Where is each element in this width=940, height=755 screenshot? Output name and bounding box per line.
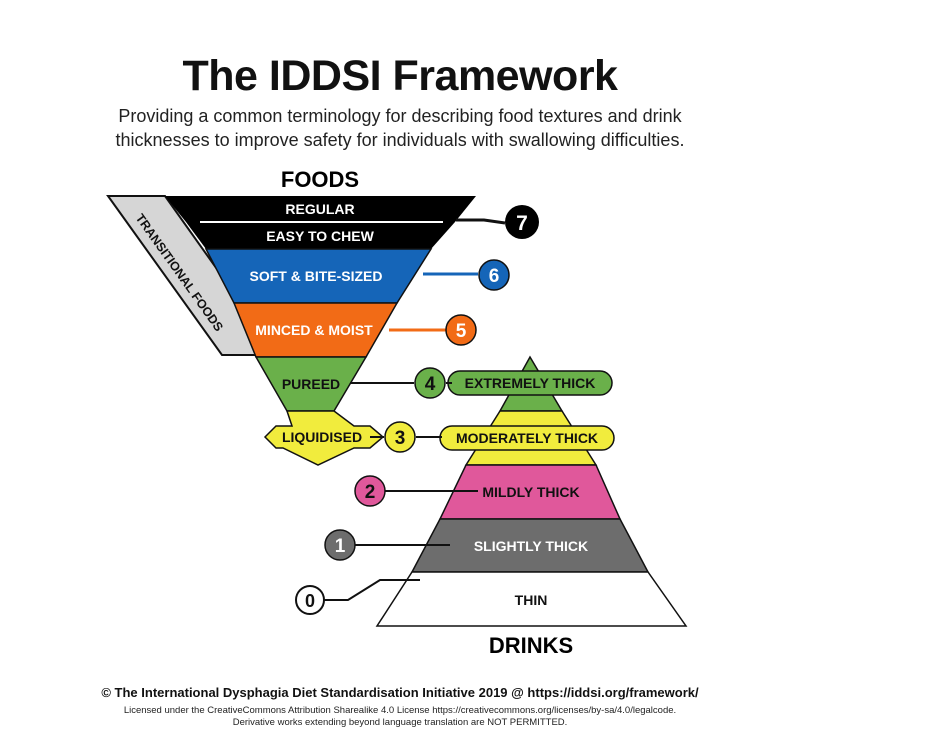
drink-label-mildly-thick: MILDLY THICK	[482, 484, 579, 500]
page-title: The IDDSI Framework	[182, 52, 618, 100]
drink-band-thin	[375, 571, 688, 627]
food-label-pureed: PUREED	[282, 376, 340, 392]
level-circle-7	[505, 205, 539, 239]
drink-label-extremely-thick: EXTREMELY THICK	[465, 375, 596, 391]
level-circle-0	[295, 585, 325, 615]
level-circle-6	[478, 259, 510, 291]
license-line-2: Derivative works extending beyond langua…	[232, 717, 568, 728]
level-number-2: 2	[365, 482, 376, 503]
level-circle-1	[324, 529, 356, 561]
level-number-0: 0	[305, 591, 315, 611]
level-number-3: 3	[395, 428, 406, 449]
connector-level-7	[456, 218, 506, 225]
level-circle-5	[445, 314, 477, 346]
drinks-heading: DRINKS	[489, 633, 573, 658]
license-line-1: Licensed under the CreativeCommons Attri…	[123, 705, 677, 716]
level-circle-3	[384, 421, 416, 453]
food-band-liquidised	[263, 410, 385, 466]
subtitle-line-1: Providing a common terminology for descr…	[118, 106, 682, 126]
level-number-7: 7	[516, 212, 528, 235]
foods-heading: FOODS	[281, 167, 359, 192]
level-number-4: 4	[425, 374, 436, 395]
level-circle-2	[354, 475, 386, 507]
food-label-easy-to-chew: EASY TO CHEW	[266, 228, 374, 244]
food-label-liquidised: LIQUIDISED	[282, 429, 362, 445]
food-label-regular: REGULAR	[285, 201, 354, 217]
drink-label-moderately-thick: MODERATELY THICK	[456, 430, 598, 446]
level-circle-4	[414, 367, 446, 399]
page-subtitle: Providing a common terminology for descr…	[0, 104, 800, 152]
food-label-soft-bite-sized: SOFT & BITE-SIZED	[250, 268, 383, 284]
food-band-easy-to-chew	[186, 222, 455, 249]
license-notice: Licensed under the CreativeCommons Attri…	[0, 705, 800, 729]
drink-label-slightly-thick: SLIGHTLY THICK	[474, 538, 588, 554]
level-number-1: 1	[335, 536, 346, 557]
subtitle-line-2: thicknesses to improve safety for indivi…	[115, 130, 685, 150]
level-number-6: 6	[489, 266, 500, 287]
drink-label-thin: THIN	[515, 592, 548, 608]
connector-level-0	[324, 579, 420, 601]
food-band-regular	[165, 196, 476, 222]
copyright-notice: © The International Dysphagia Diet Stand…	[101, 685, 699, 700]
level-number-5: 5	[456, 321, 467, 342]
food-label-minced-moist: MINCED & MOIST	[255, 322, 373, 338]
